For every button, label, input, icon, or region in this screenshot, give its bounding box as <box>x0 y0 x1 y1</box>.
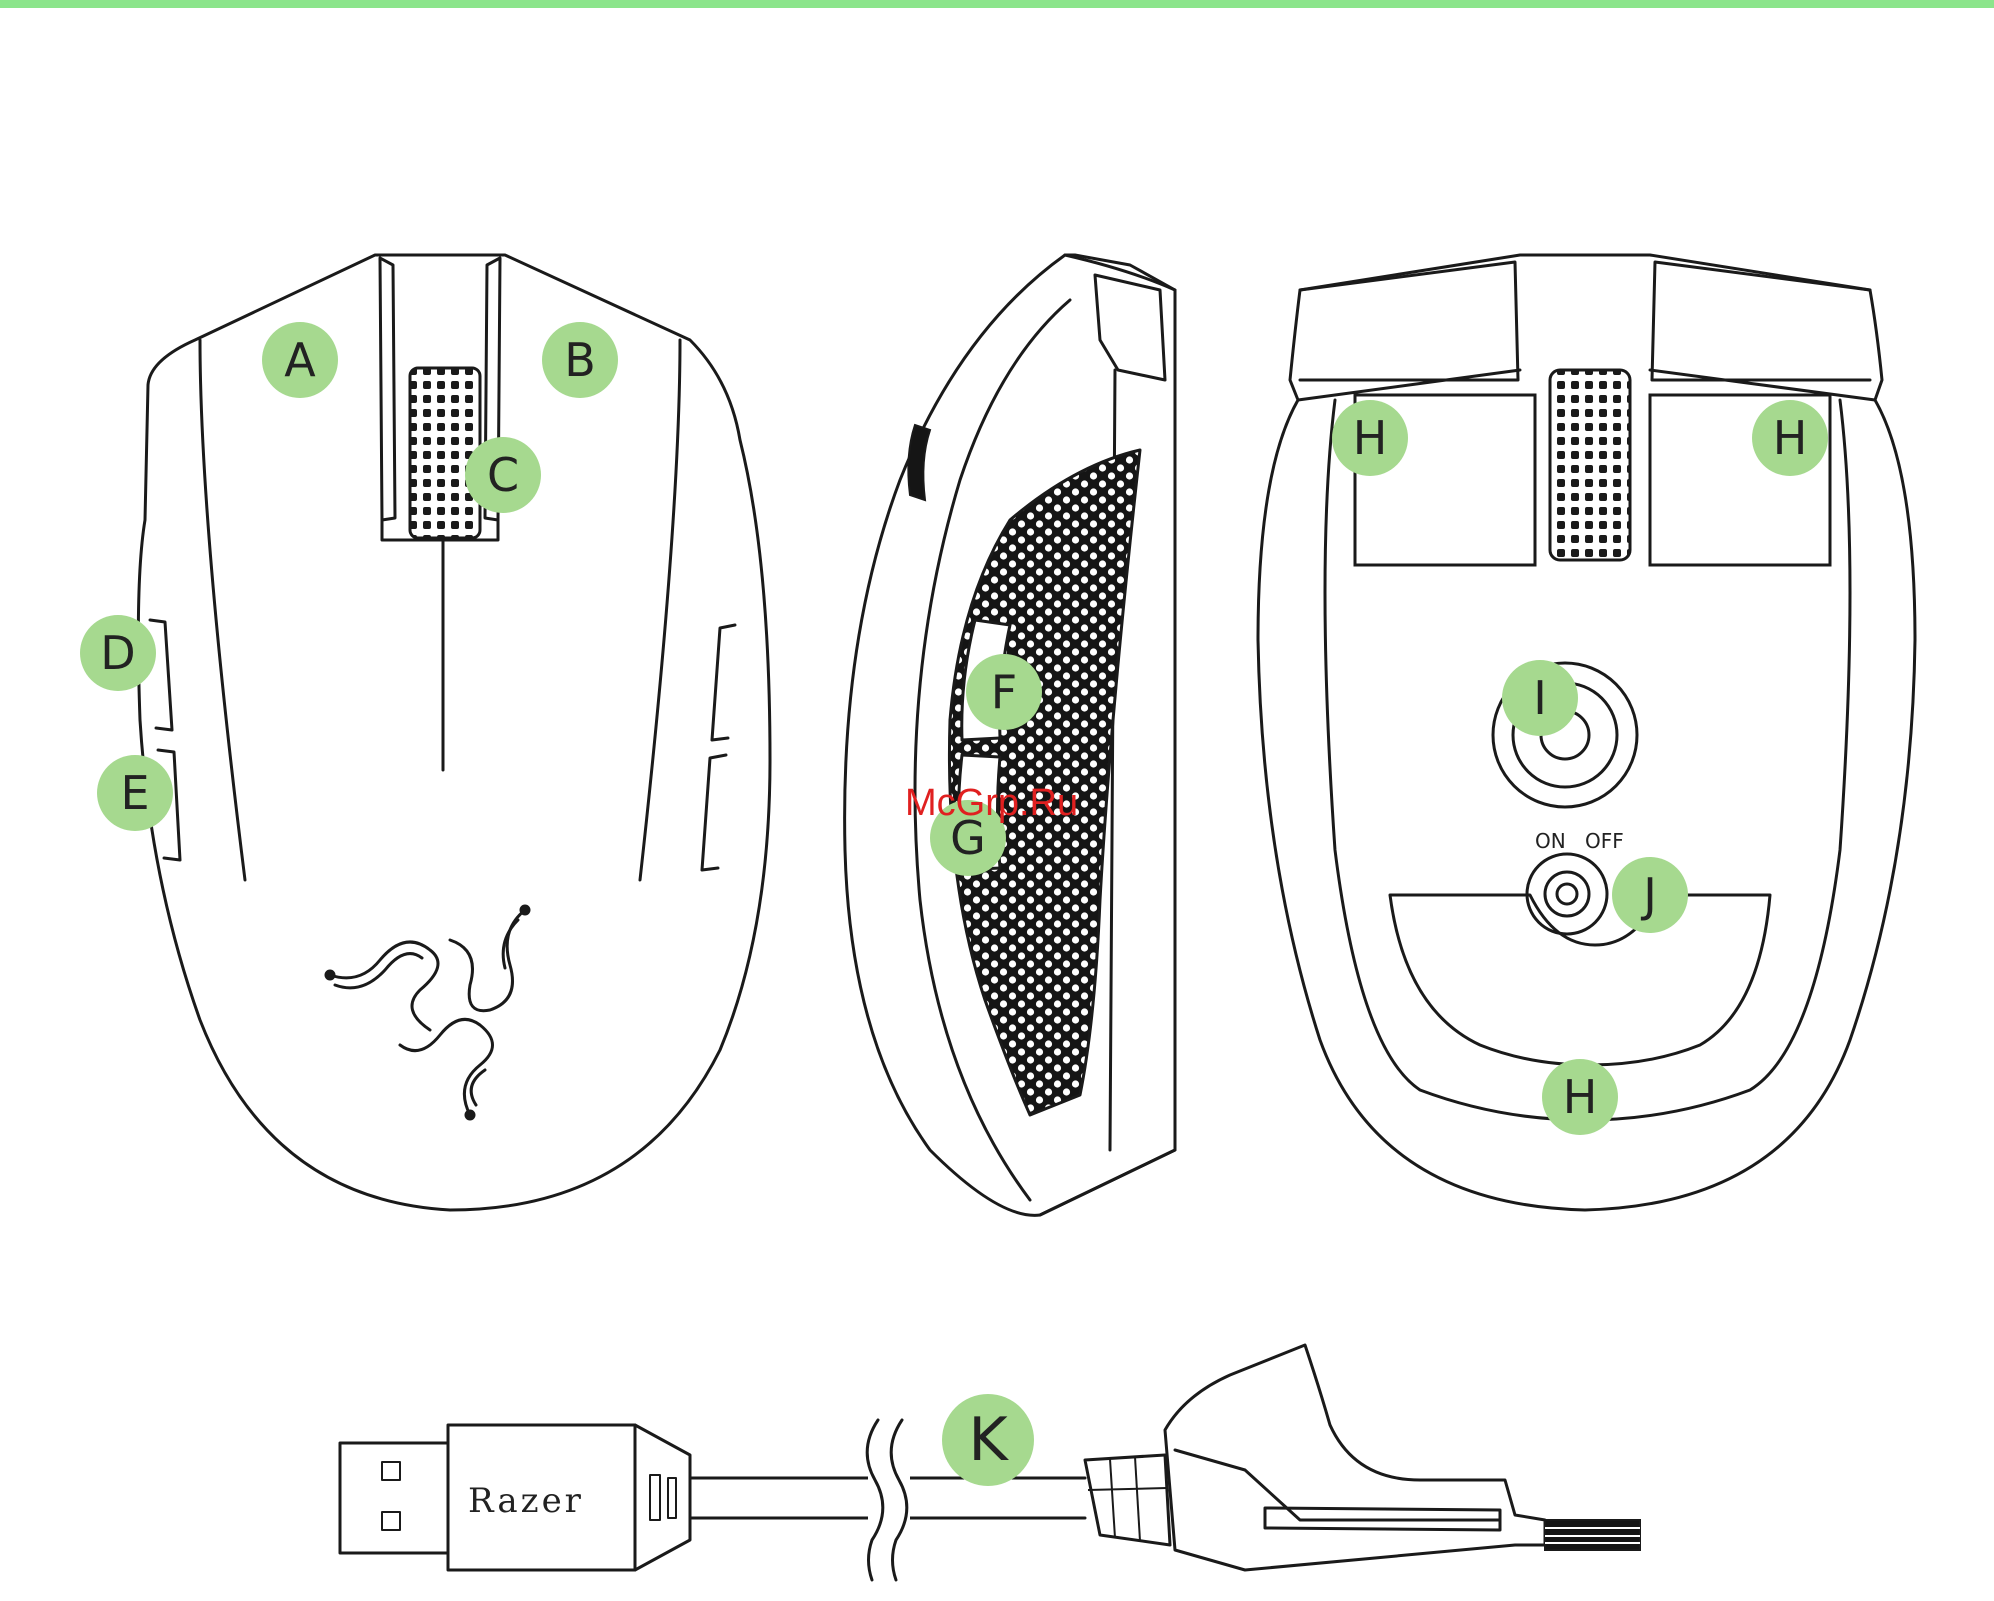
callout-k-label: K <box>968 1405 1009 1475</box>
callout-c: C <box>465 437 541 513</box>
bottom-scroll-wheel <box>1550 370 1630 560</box>
callout-h-top-right-label: H <box>1773 411 1808 465</box>
usb-plug-metal <box>340 1443 448 1553</box>
usb-brand-logo: Razer <box>468 1481 584 1521</box>
scroll-wheel <box>410 368 480 538</box>
callout-j: J <box>1612 857 1688 933</box>
callout-f: F <box>966 654 1042 730</box>
cable-strain-relief <box>1085 1455 1170 1545</box>
watermark-text: McGrp.Ru <box>905 782 1078 824</box>
callout-a-label: A <box>284 333 316 387</box>
callout-e: E <box>97 755 173 831</box>
callout-f-label: F <box>991 665 1017 719</box>
callout-j-label: J <box>1640 868 1657 922</box>
mouse-top-view <box>138 255 770 1210</box>
callout-h-top-right: H <box>1752 400 1828 476</box>
callout-h-top-left: H <box>1332 400 1408 476</box>
callout-i-label: I <box>1533 671 1547 725</box>
mouse-side-view <box>845 255 1175 1215</box>
switch-on-label: ON <box>1535 829 1566 853</box>
callout-d: D <box>80 615 156 691</box>
cable-connector-housing <box>1165 1345 1545 1570</box>
callout-c-label: C <box>487 448 519 502</box>
callout-e-label: E <box>120 766 149 820</box>
callout-a: A <box>262 322 338 398</box>
callout-k: K <box>942 1394 1034 1486</box>
callout-b-label: B <box>564 333 596 387</box>
callout-b: B <box>542 322 618 398</box>
callout-d-label: D <box>100 626 135 680</box>
callout-h-bottom-label: H <box>1563 1070 1598 1124</box>
callout-h-top-left-label: H <box>1353 411 1388 465</box>
switch-off-label: OFF <box>1585 829 1624 853</box>
callout-i: I <box>1502 660 1578 736</box>
callout-h-bottom: H <box>1542 1059 1618 1135</box>
